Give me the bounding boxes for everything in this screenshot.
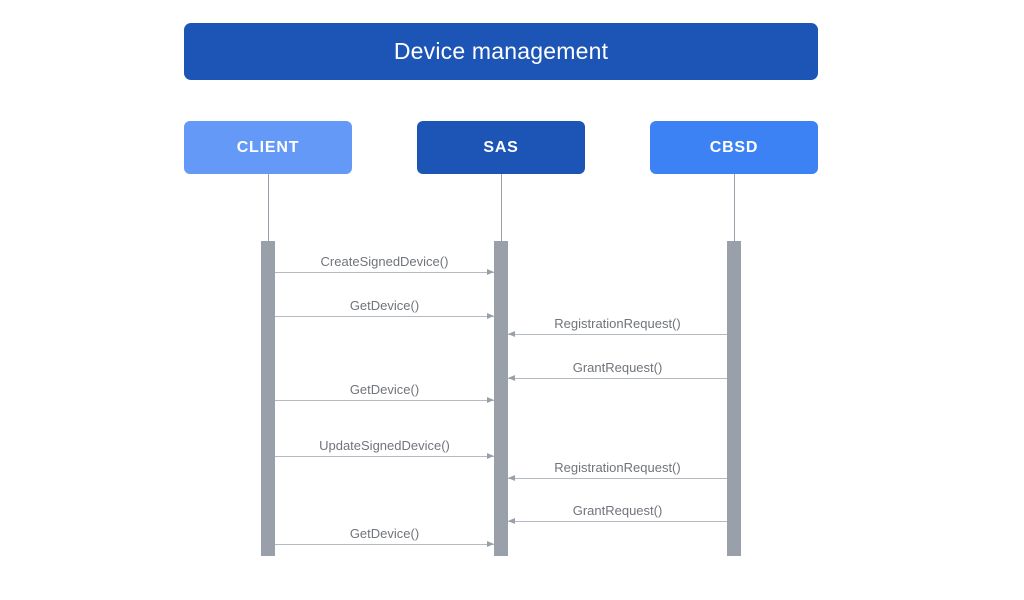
message-label: CreateSignedDevice() [320,254,449,269]
message-arrowhead-left [508,374,515,381]
message-arrowhead-left [508,474,515,481]
message-line [275,456,494,457]
participant-sas[interactable]: SAS [417,121,585,174]
message-line [508,378,727,379]
diagram-title-text: Device management [393,38,609,64]
message-arrowhead-right [487,540,494,547]
message-arrowhead-right [487,312,494,319]
lifeline-cbsd [733,174,735,241]
message-label: GrantRequest() [572,360,663,375]
message-client-to-sas: UpdateSignedDevice() [275,439,494,459]
activation-bar-cbsd [727,241,741,556]
message-label: GrantRequest() [572,503,663,518]
message-arrowhead-left [508,517,515,524]
message-arrowhead-right [487,452,494,459]
message-label: UpdateSignedDevice() [319,438,450,453]
participant-label-sas: SAS [483,138,519,156]
message-line [508,521,727,522]
lifeline-client [267,174,269,241]
participant-label-client: CLIENT [236,138,300,156]
activation-bar-sas [494,241,508,556]
participant-cbsd[interactable]: CBSD [650,121,818,174]
message-line [275,316,494,317]
activation-bar-client [261,241,275,556]
message-line [508,478,727,479]
message-client-to-sas: GetDevice() [275,299,494,319]
participant-label-cbsd: CBSD [709,138,759,156]
message-client-to-sas: CreateSignedDevice() [275,255,494,275]
message-cbsd-to-sas: GrantRequest() [508,361,727,381]
message-arrowhead-left [508,330,515,337]
message-cbsd-to-sas: RegistrationRequest() [508,461,727,481]
message-cbsd-to-sas: GrantRequest() [508,504,727,524]
participant-client[interactable]: CLIENT [184,121,352,174]
diagram-title-banner: Device management [184,23,818,80]
message-label: RegistrationRequest() [554,460,681,475]
message-arrowhead-right [487,396,494,403]
message-client-to-sas: GetDevice() [275,527,494,547]
message-arrowhead-right [487,268,494,275]
message-label: GetDevice() [349,298,420,313]
message-line [275,272,494,273]
message-label: GetDevice() [349,382,420,397]
message-line [275,400,494,401]
message-line [275,544,494,545]
message-label: GetDevice() [349,526,420,541]
message-client-to-sas: GetDevice() [275,383,494,403]
lifeline-sas [500,174,502,241]
message-cbsd-to-sas: RegistrationRequest() [508,317,727,337]
message-label: RegistrationRequest() [554,316,681,331]
message-line [508,334,727,335]
